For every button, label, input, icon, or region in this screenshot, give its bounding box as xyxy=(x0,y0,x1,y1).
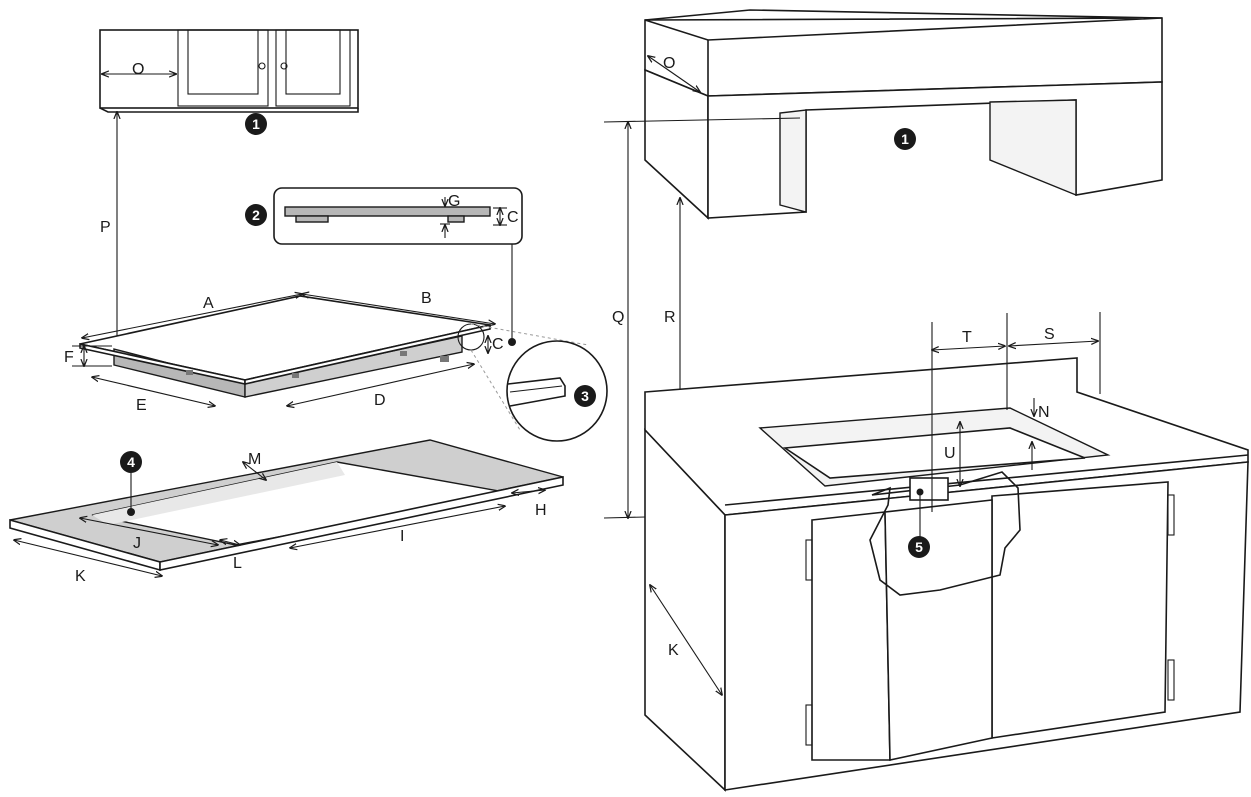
svg-text:1: 1 xyxy=(901,131,909,147)
label-t: T xyxy=(962,329,972,346)
dim-k-left xyxy=(14,540,162,576)
svg-text:5: 5 xyxy=(915,539,923,555)
label-n: N xyxy=(1038,404,1050,421)
label-f: F xyxy=(64,349,74,366)
dim-j xyxy=(80,518,218,545)
label-o-left: O xyxy=(132,61,144,78)
label-a: A xyxy=(203,295,214,312)
range-hood xyxy=(644,9,1163,220)
dim-e xyxy=(92,377,215,406)
detail-box-edge-profile xyxy=(273,187,523,245)
label-q: Q xyxy=(612,309,624,326)
label-u: U xyxy=(944,445,956,462)
dim-t xyxy=(932,346,1005,350)
label-o-right: O xyxy=(663,55,675,72)
svg-text:4: 4 xyxy=(127,454,135,470)
svg-text:2: 2 xyxy=(252,207,260,223)
junction-box xyxy=(909,477,949,501)
label-s: S xyxy=(1044,326,1055,343)
label-m: M xyxy=(248,451,261,468)
svg-text:3: 3 xyxy=(581,388,589,404)
label-i: I xyxy=(400,528,404,545)
wall-cabinet xyxy=(99,29,359,113)
label-g: G xyxy=(448,193,460,210)
label-j: J xyxy=(133,535,141,552)
label-r: R xyxy=(664,309,676,326)
badge-5: 5 xyxy=(908,488,930,558)
badge-4: 4 xyxy=(120,451,142,516)
dim-k-right xyxy=(650,585,722,695)
svg-text:1: 1 xyxy=(252,116,260,132)
countertop-cutout xyxy=(9,439,564,572)
label-k-left: K xyxy=(75,568,86,585)
label-h: H xyxy=(535,502,547,519)
label-p: P xyxy=(100,219,111,236)
base-cabinet xyxy=(644,357,1249,792)
label-d: D xyxy=(374,392,386,409)
dim-h xyxy=(512,490,545,493)
dim-s xyxy=(1009,341,1098,346)
label-k-right: K xyxy=(668,642,679,659)
dim-o-right xyxy=(648,56,700,92)
leader-2-dot xyxy=(508,338,516,346)
dim-i xyxy=(290,506,505,548)
label-e: E xyxy=(136,397,147,414)
badge-1-right: 1 xyxy=(894,128,916,150)
label-c-cooktop: C xyxy=(492,336,504,353)
dim-m xyxy=(243,462,266,480)
badge-3: 3 xyxy=(574,385,596,407)
detail-circle-edge xyxy=(470,323,608,442)
dim-d xyxy=(287,364,474,406)
dim-l xyxy=(220,540,240,545)
badge-2: 2 xyxy=(245,204,267,226)
label-c-detail: C xyxy=(507,209,519,226)
label-b: B xyxy=(421,290,432,307)
cooktop xyxy=(79,295,491,398)
badge-1-left: 1 xyxy=(245,113,267,135)
dim-a xyxy=(82,294,302,338)
label-l: L xyxy=(233,555,242,572)
dim-b xyxy=(302,294,495,324)
